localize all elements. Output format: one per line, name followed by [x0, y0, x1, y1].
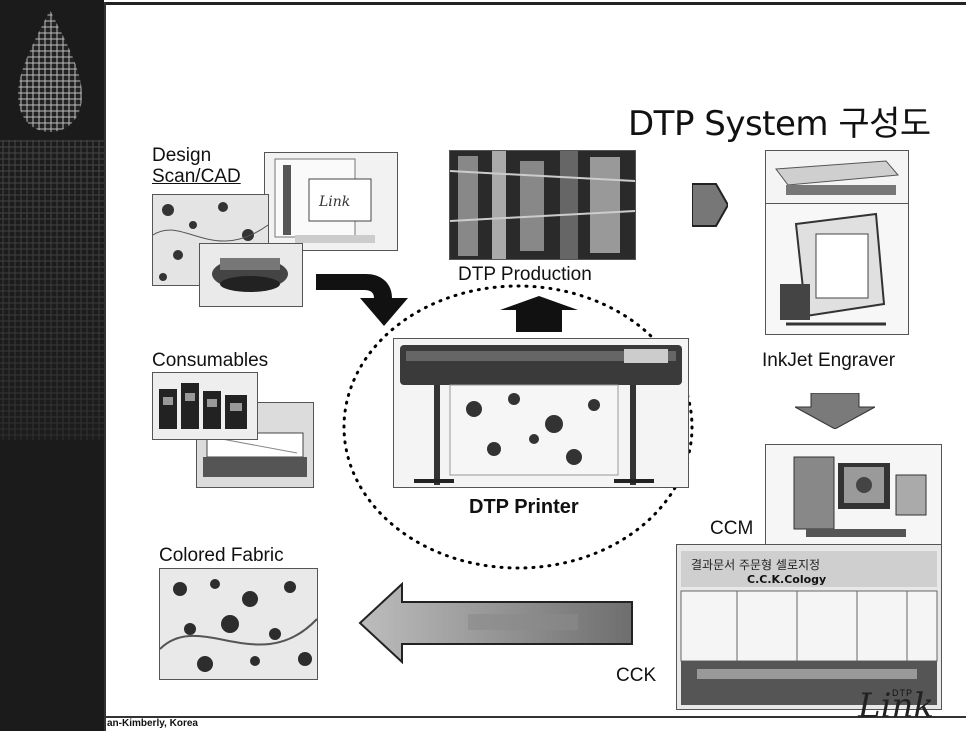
logo-superscript: DTP [892, 688, 913, 698]
footer-company-text: an-Kimberly, Korea [107, 718, 198, 729]
monitor-photo: Link [264, 152, 398, 251]
sidebar-droplet-pattern [0, 10, 104, 440]
design-label: Design [152, 145, 212, 166]
printer-photo [393, 338, 689, 488]
cck-banner-text: 결과문서 주문형 셀로지정 [691, 558, 820, 572]
left-rule [104, 2, 106, 731]
colored-fabric-photo [159, 568, 318, 680]
arrow-design-to-printer [316, 274, 408, 326]
sidebar-panel [0, 0, 104, 731]
svg-text:Link: Link [318, 194, 350, 210]
arrow-to-ccm [795, 393, 875, 429]
cck-label: CCK [616, 665, 657, 686]
arrow-to-engraver [692, 183, 728, 227]
ccm-photo [765, 444, 942, 546]
slide-title: DTP System 구성도 [628, 104, 931, 144]
scan-cad-label: Scan/CAD [152, 166, 241, 187]
bottom-rule [104, 716, 966, 718]
scanner-photo [199, 243, 303, 307]
arrow-to-colored-fabric [358, 582, 633, 664]
inkjet-engraver-label: InkJet Engraver [762, 350, 896, 371]
link-logo: Link [858, 686, 934, 726]
dtp-printer-label: DTP Printer [469, 496, 579, 518]
dtp-production-label: DTP Production [458, 264, 592, 285]
colored-fabric-label: Colored Fabric [159, 545, 284, 566]
engraver-photo [765, 203, 909, 335]
link-logo-text: Link [858, 686, 934, 726]
cck-banner-subtext: C.C.K.Cology [747, 573, 826, 586]
engraver-top-photo [765, 150, 909, 204]
ink-bottles-photo [152, 372, 258, 440]
consumables-label: Consumables [152, 350, 269, 371]
ccm-label: CCM [710, 518, 754, 539]
printer-highlight-ellipse [342, 284, 694, 570]
top-rule [104, 2, 966, 5]
arrow-printer-to-production [500, 296, 578, 332]
production-photo [449, 150, 636, 260]
